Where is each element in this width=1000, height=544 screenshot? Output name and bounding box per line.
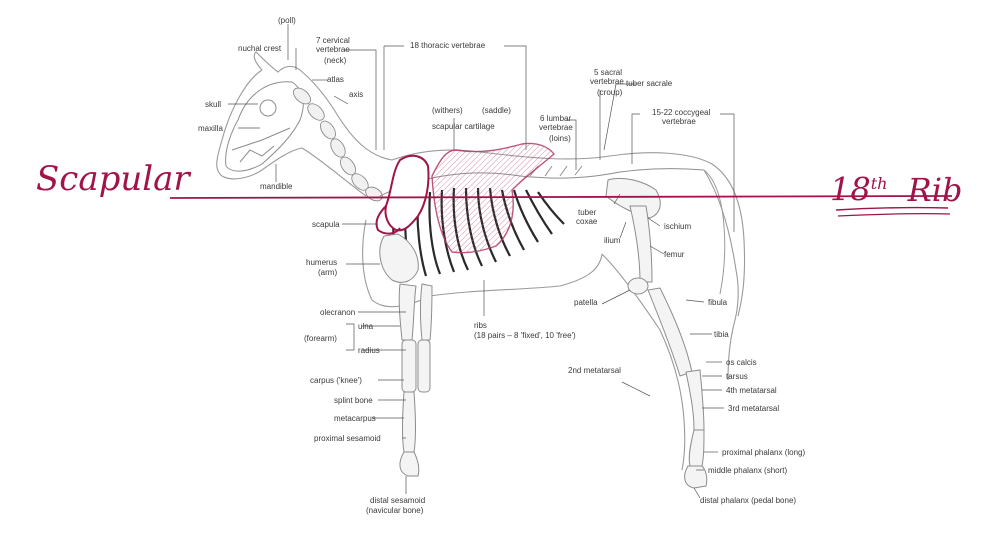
label-fibula: fibula [708,298,728,307]
label-lumbar: 6 lumbar [540,114,572,123]
label-forearm: (forearm) [304,334,337,343]
annotation-rib-suffix: th [870,174,888,193]
label-tuber-sacrale: tuber sacrale [626,79,673,88]
front-leg-drawing [379,233,433,477]
label-scapula: scapula [312,220,340,229]
label-navicular: (navicular bone) [366,506,424,515]
label-humerus: humerus [306,258,338,267]
label-neck: (neck) [324,56,347,65]
label-maxilla: maxilla [198,124,223,133]
label-loins: (loins) [549,134,571,143]
label-tuber-coxae: tuber [578,208,597,217]
label-axis: axis [349,90,364,99]
tail-drawing [703,169,726,295]
label-withers: (withers) [432,106,463,115]
label-coccygeal-2: vertebrae [662,117,696,126]
label-atlas: atlas [327,75,344,84]
red-annotation-strokes [169,195,953,217]
label-4th-metatarsal: 4th metatarsal [726,386,777,395]
label-lumbar-2: vertebrae [539,123,573,132]
label-ilium: ilium [604,236,621,245]
label-tuber-coxae-2: coxae [576,217,598,226]
label-carpus: carpus ('knee') [310,376,362,385]
label-cervical-2: vertebrae [316,45,350,54]
label-saddle: (saddle) [482,106,511,115]
label-scapular-cartilage: scapular cartilage [432,122,495,131]
label-proximal-sesamoid: proximal sesamoid [314,434,381,443]
label-femur: femur [664,250,685,259]
label-croup: (croup) [597,88,623,97]
label-tarsus: tarsus [726,372,748,381]
label-nuchal-crest: nuchal crest [238,44,282,53]
label-coccygeal: 15-22 coccygeal [652,108,711,117]
label-proximal-phalanx: proximal phalanx (long) [722,448,806,457]
annotation-scapular: Scapular [36,159,190,199]
label-sacral-2: vertebrae [590,77,624,86]
label-ribs: ribs [474,321,487,330]
label-patella: patella [574,298,598,307]
cervical-vertebrae-drawing [292,87,383,202]
leader-lines [228,24,735,499]
label-distal-phalanx: distal phalanx (pedal bone) [700,496,797,505]
label-middle-phalanx: middle phalanx (short) [708,466,788,475]
label-poll: (poll) [278,16,296,25]
hind-leg-drawing [605,177,708,489]
label-os-calcis: os calcis [726,358,757,367]
label-arm: (arm) [318,268,338,277]
label-metacarpus: metacarpus [334,414,376,423]
label-3rd-metatarsal: 3rd metatarsal [728,404,780,413]
annotation-18th-rib: 18th Rib [830,166,962,208]
label-distal-sesamoid: distal sesamoid [370,496,426,505]
annotation-rib-word: Rib [907,170,963,209]
label-radius: radius [358,346,380,355]
annotation-rib-number: 18 [830,170,871,209]
label-2nd-metatarsal: 2nd metatarsal [568,366,621,375]
skull-drawing [225,81,304,172]
label-thoracic: 18 thoracic vertebrae [410,41,486,50]
label-olecranon: olecranon [320,308,356,317]
label-skull: skull [205,100,222,109]
label-tibia: tibia [714,330,729,339]
highlighted-withers-region [375,142,555,254]
label-mandible: mandible [260,182,293,191]
label-splint-bone: splint bone [334,396,373,405]
label-ischium: ischium [664,222,692,231]
label-ulna: ulna [358,322,374,331]
label-ribs-2: (18 pairs – 8 'fixed', 10 'free') [474,331,576,340]
label-sacral: 5 sacral [594,68,623,77]
label-cervical: 7 cervical [316,36,350,45]
